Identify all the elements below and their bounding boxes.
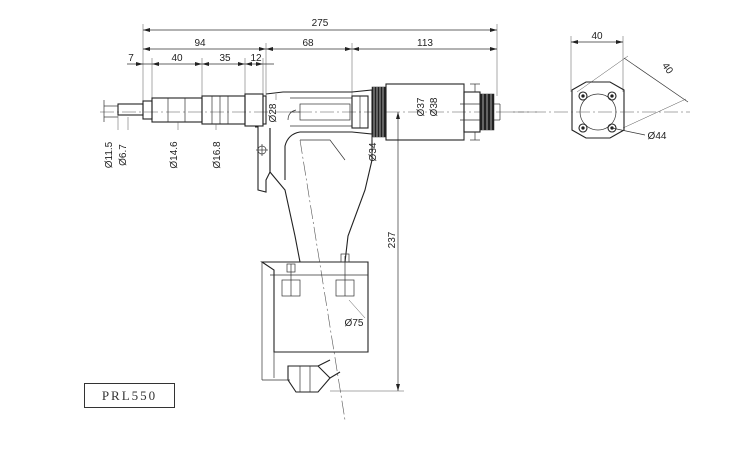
dia-44: Ø44 — [648, 131, 667, 142]
dia-38: Ø38 — [429, 97, 440, 116]
nose-piece — [103, 93, 267, 127]
rear-cylinder — [385, 83, 501, 141]
dim-mid-section: 68 — [302, 38, 314, 49]
threaded-ring — [371, 86, 387, 138]
air-cylinder — [260, 253, 369, 381]
dia-28: Ø28 — [268, 103, 279, 122]
dia-34: Ø34 — [368, 142, 379, 161]
dim-rear-section: 113 — [417, 38, 433, 49]
trigger — [255, 126, 271, 193]
dim-jaw-length: 35 — [219, 53, 231, 64]
mounting-flange-view — [510, 36, 690, 139]
dia-16-8: Ø16.8 — [212, 141, 223, 169]
dia-6-7: Ø6.7 — [118, 144, 129, 166]
air-fitting — [287, 359, 341, 393]
dim-front-section: 94 — [194, 38, 206, 49]
dim-mount-diagonal: 40 — [659, 61, 675, 77]
dimension-line-height — [330, 112, 404, 392]
dia-11-5: Ø11.5 — [104, 141, 115, 168]
dim-height: 237 — [387, 231, 398, 248]
dim-mount-width: 40 — [591, 31, 603, 42]
model-label: PRL550 — [84, 383, 175, 408]
dim-nose-tip: 7 — [128, 53, 134, 64]
dia-37: Ø37 — [416, 97, 427, 116]
dia-14-6: Ø14.6 — [169, 141, 180, 169]
main-body — [265, 89, 373, 180]
dim-overall-length: 275 — [312, 18, 329, 29]
diameter-leaders — [117, 94, 373, 319]
dim-nose-length: 40 — [171, 53, 183, 64]
dia-75: Ø75 — [345, 318, 364, 329]
handle — [269, 128, 373, 421]
dim-collar: 12 — [250, 53, 262, 64]
